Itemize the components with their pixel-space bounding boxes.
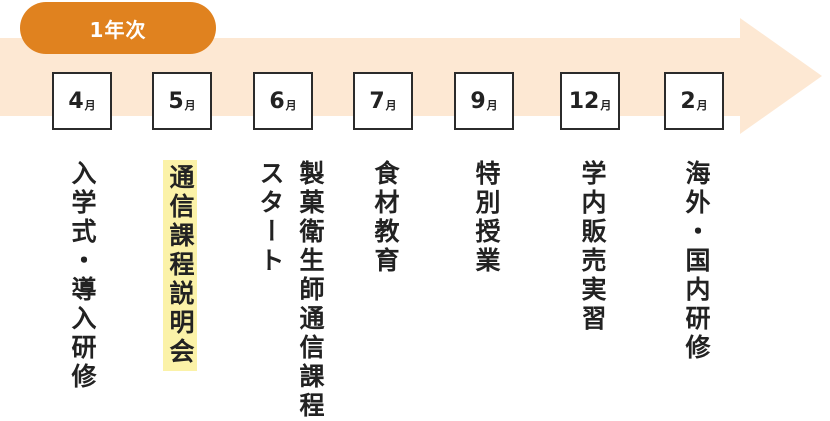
month-number: 9: [470, 88, 486, 114]
month-suffix: 月: [184, 98, 196, 112]
month-suffix: 月: [385, 98, 397, 112]
month-suffix: 月: [600, 98, 612, 112]
month-number: 12: [568, 88, 600, 114]
event-label-june-line2: スタート: [256, 160, 285, 276]
event-label-april: 入学式・導入研修: [68, 160, 97, 392]
month-number: 2: [680, 88, 696, 114]
year-label: 1年次: [20, 2, 216, 54]
event-label-june-line1: 製菓衛生師通信課程: [296, 160, 325, 421]
event-label-september: 特別授業: [472, 160, 501, 276]
event-label-december: 学内販売実習: [578, 160, 607, 334]
month-suffix: 月: [696, 98, 708, 112]
month-number: 4: [68, 88, 84, 114]
month-number: 5: [168, 88, 184, 114]
event-label-february: 海外・国内研修: [682, 160, 711, 363]
month-suffix: 月: [285, 98, 297, 112]
month-number: 6: [269, 88, 285, 114]
event-label-may: 通信課程説明会: [163, 160, 197, 371]
month-suffix: 月: [486, 98, 498, 112]
month-number: 7: [369, 88, 385, 114]
month-suffix: 月: [84, 98, 96, 112]
event-label-july: 食材教育: [371, 160, 400, 276]
